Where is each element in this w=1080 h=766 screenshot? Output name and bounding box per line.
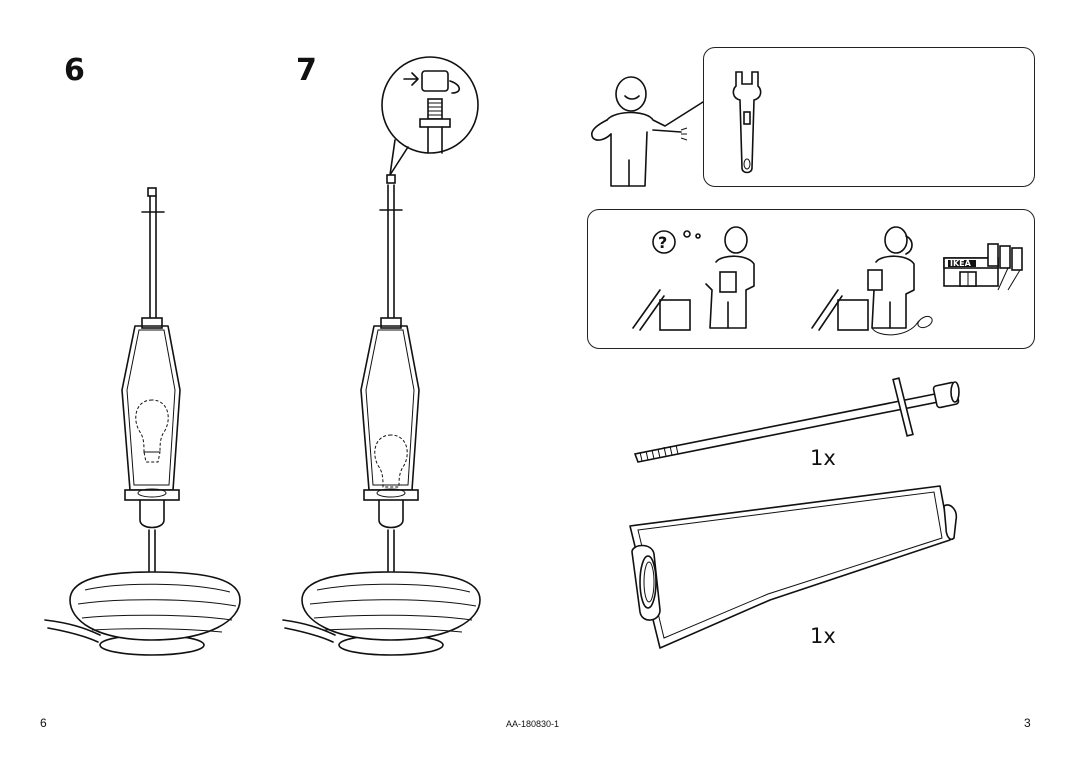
person-pointing-icon (591, 76, 704, 187)
lamp-assembly-step7-illustration (282, 56, 481, 656)
open-box-icon (811, 289, 869, 331)
store-sign-label: IKEA (950, 259, 972, 268)
question-mark-icon: ? (652, 230, 701, 254)
rod-quantity: 1x (810, 446, 836, 470)
help-panel: ? (587, 209, 1035, 349)
frame-quantity: 1x (810, 624, 836, 648)
open-box-icon (632, 289, 691, 331)
confused-person-icon (705, 226, 755, 329)
page-number-left: 6 (40, 716, 47, 730)
ikea-store-icon: IKEA (943, 243, 1023, 291)
svg-text:?: ? (658, 233, 667, 252)
threaded-rod-part-illustration (633, 377, 960, 463)
missing-parts-illustration: ? (632, 226, 1023, 336)
step-number-7: 7 (296, 53, 317, 88)
adjustable-wrench-icon (732, 71, 762, 174)
phone-person-icon (867, 226, 933, 336)
document-code: AA-180830-1 (506, 719, 560, 729)
page-number-right: 3 (1024, 716, 1031, 730)
lamp-frame-part-illustration (629, 485, 958, 649)
lamp-assembly-step6-illustration (44, 187, 241, 656)
step-number-6: 6 (64, 53, 85, 88)
tool-panel (703, 47, 1035, 187)
